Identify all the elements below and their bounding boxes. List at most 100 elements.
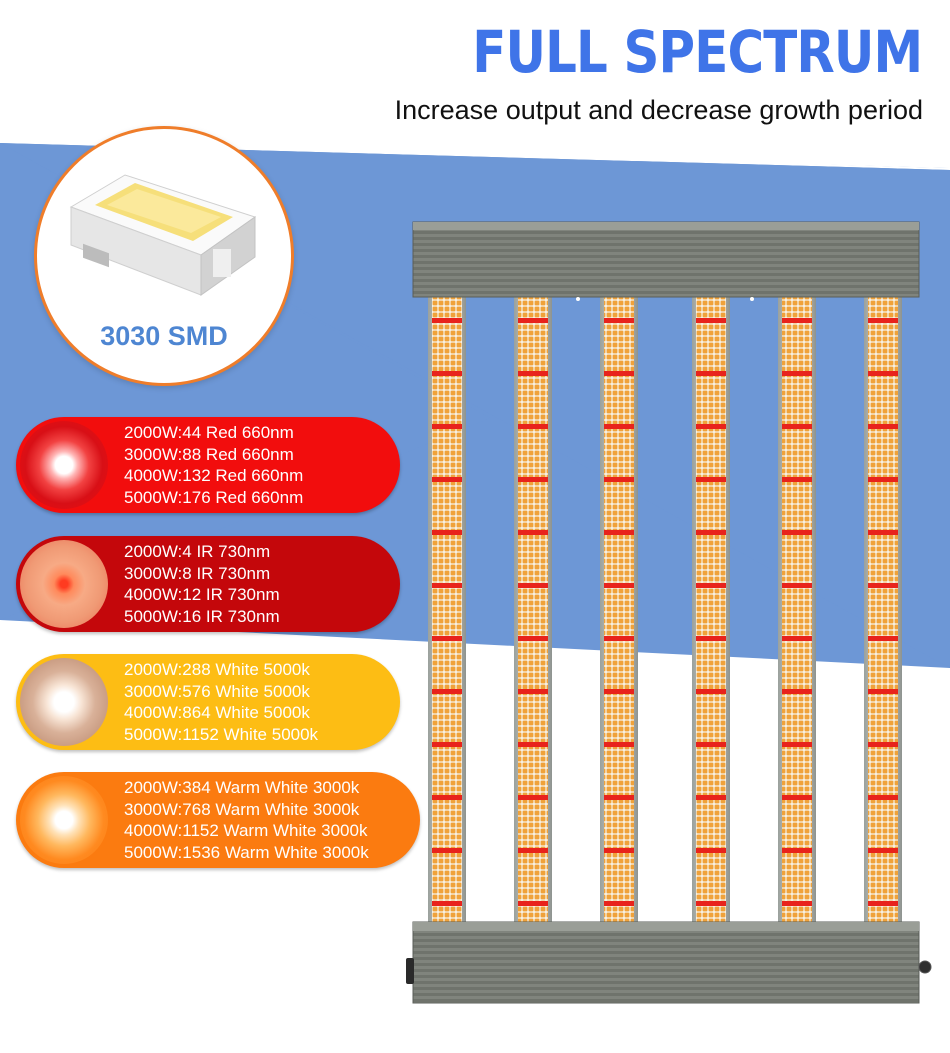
red-led-row (782, 530, 812, 535)
red-led-row (518, 742, 548, 747)
red-led-row (518, 371, 548, 376)
ir-spec-lines: 2000W:4 IR 730nm 3000W:8 IR 730nm 4000W:… (124, 541, 280, 627)
red-led-row (518, 636, 548, 641)
red-led-row (432, 689, 462, 694)
red-led-row (696, 583, 726, 588)
red-led-row (604, 901, 634, 906)
red-led-row (782, 636, 812, 641)
spectrum-panel-ir: 2000W:4 IR 730nm 3000W:8 IR 730nm 4000W:… (16, 536, 400, 632)
red-led-row (868, 742, 898, 747)
red-led-row (518, 477, 548, 482)
warm-white-led-icon (20, 776, 108, 864)
red-led-row (782, 742, 812, 747)
red-led-row (868, 424, 898, 429)
spectrum-panel-warm-white: 2000W:384 Warm White 3000k 3000W:768 War… (16, 772, 420, 868)
spec-line: 5000W:16 IR 730nm (124, 606, 280, 626)
led-strip (604, 296, 634, 924)
led-strip (432, 296, 462, 924)
spec-line: 2000W:288 White 5000k (124, 660, 310, 679)
red-led-row (604, 530, 634, 535)
red-led-row (604, 848, 634, 853)
led-strip (868, 296, 898, 924)
red-led-row (518, 795, 548, 800)
red-led-icon (20, 421, 108, 509)
white-led-icon (20, 658, 108, 746)
red-led-row (604, 636, 634, 641)
red-led-row (432, 795, 462, 800)
red-led-row (604, 689, 634, 694)
red-led-row (432, 371, 462, 376)
white-spec-lines: 2000W:288 White 5000k 3000W:576 White 50… (124, 659, 318, 745)
red-led-row (518, 583, 548, 588)
red-led-row (518, 848, 548, 853)
spec-line: 3000W:88 Red 660nm (124, 444, 294, 464)
red-led-row (432, 742, 462, 747)
red-led-row (432, 424, 462, 429)
red-led-row (432, 477, 462, 482)
red-led-row (696, 689, 726, 694)
red-led-row (518, 901, 548, 906)
led-strip (696, 296, 726, 924)
red-led-row (696, 848, 726, 853)
red-led-row (868, 371, 898, 376)
spec-line: 4000W:1152 Warm White 3000k (124, 821, 368, 840)
red-led-row (782, 371, 812, 376)
red-led-row (696, 424, 726, 429)
spec-line: 4000W:864 White 5000k (124, 703, 310, 722)
red-led-row (782, 848, 812, 853)
red-led-row (518, 424, 548, 429)
led-strip (782, 296, 812, 924)
red-led-row (432, 901, 462, 906)
bottom-rail (412, 921, 920, 1004)
red-led-row (432, 318, 462, 323)
red-led-row (432, 530, 462, 535)
red-led-row (868, 795, 898, 800)
spec-line: 2000W:44 Red 660nm (124, 423, 294, 442)
red-led-row (782, 477, 812, 482)
led-strip (518, 296, 548, 924)
spec-line: 4000W:12 IR 730nm (124, 585, 280, 604)
red-led-row (782, 318, 812, 323)
red-led-row (604, 318, 634, 323)
red-led-row (868, 636, 898, 641)
red-led-row (782, 689, 812, 694)
top-rail (412, 221, 920, 298)
red-led-row (696, 477, 726, 482)
page-subtitle: Increase output and decrease growth peri… (394, 95, 923, 125)
red-led-row (696, 901, 726, 906)
red-led-row (696, 318, 726, 323)
red-led-row (432, 848, 462, 853)
red-led-row (432, 636, 462, 641)
spec-line: 5000W:1536 Warm White 3000k (124, 842, 369, 862)
red-led-row (868, 477, 898, 482)
spec-line: 3000W:8 IR 730nm (124, 563, 271, 583)
spectrum-panel-red: 2000W:44 Red 660nm 3000W:88 Red 660nm 40… (16, 417, 400, 513)
red-led-row (604, 795, 634, 800)
dimmer-knob (918, 960, 932, 974)
warm-white-spec-lines: 2000W:384 Warm White 3000k 3000W:768 War… (124, 777, 369, 863)
red-led-row (696, 795, 726, 800)
red-led-row (696, 530, 726, 535)
red-led-row (868, 848, 898, 853)
red-led-row (604, 583, 634, 588)
red-led-row (604, 477, 634, 482)
red-led-row (868, 530, 898, 535)
spectrum-panel-white: 2000W:288 White 5000k 3000W:576 White 50… (16, 654, 400, 750)
red-led-row (868, 689, 898, 694)
spec-line: 5000W:176 Red 660nm (124, 487, 304, 507)
red-led-row (782, 583, 812, 588)
spec-line: 2000W:4 IR 730nm (124, 542, 271, 561)
red-led-row (782, 795, 812, 800)
power-port (406, 958, 414, 984)
smd-chip-badge: 3030 SMD (34, 126, 294, 386)
red-led-row (782, 424, 812, 429)
red-led-row (696, 371, 726, 376)
spec-line: 3000W:768 Warm White 3000k (124, 799, 360, 819)
red-led-row (604, 424, 634, 429)
red-led-row (868, 318, 898, 323)
red-led-row (604, 371, 634, 376)
page-title: FULL SPECTRUM (471, 18, 923, 86)
spec-line: 5000W:1152 White 5000k (124, 724, 319, 744)
red-led-row (518, 318, 548, 323)
